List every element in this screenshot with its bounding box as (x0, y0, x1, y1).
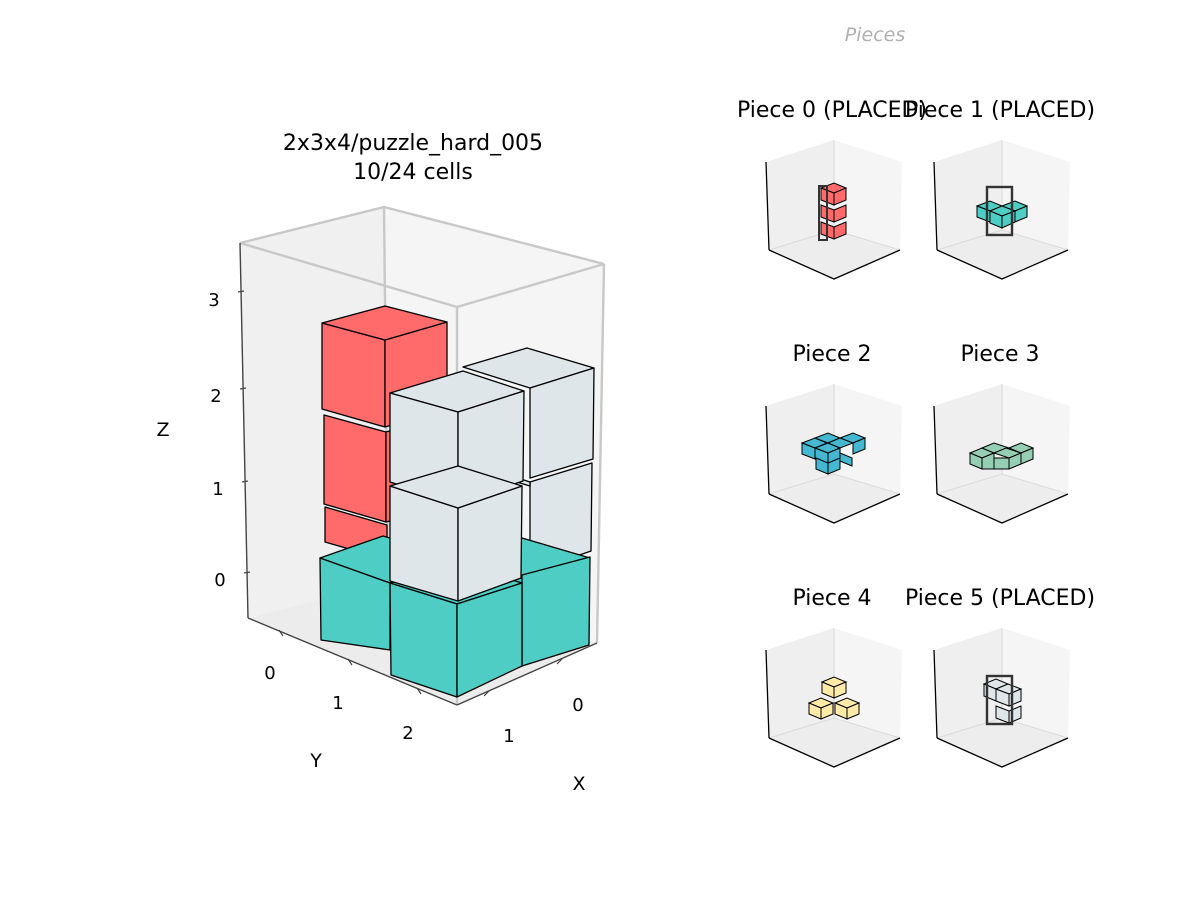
z-tick-0: 0 (214, 570, 225, 591)
piece-card-0: Piece 0 (PLACED) (737, 98, 927, 280)
y-tick-1: 1 (332, 693, 343, 714)
piece-card-2: Piece 2 (765, 342, 903, 524)
main-subtitle: 10/24 cells (353, 160, 473, 185)
z-tick-3: 3 (208, 290, 219, 311)
piece-label-3: Piece 3 (960, 342, 1039, 367)
piece-label-2: Piece 2 (792, 342, 871, 367)
piece-label-4: Piece 4 (792, 586, 871, 611)
piece-label-0: Piece 0 (PLACED) (737, 98, 927, 123)
y-tick-0: 0 (264, 663, 275, 684)
z-axis-label: Z (156, 419, 169, 441)
piece-label-5: Piece 5 (PLACED) (905, 586, 1095, 611)
piece-card-3: Piece 3 (933, 342, 1071, 524)
piece-card-1: Piece 1 (PLACED) (905, 98, 1095, 280)
x-tick-0: 0 (572, 695, 583, 716)
piece-label-1: Piece 1 (PLACED) (905, 98, 1095, 123)
y-axis-label: Y (309, 750, 322, 772)
y-tick-2: 2 (402, 723, 413, 744)
piece-card-4: Piece 4 (765, 586, 903, 768)
z-tick-2: 2 (210, 386, 221, 407)
main-title: 2x3x4/puzzle_hard_005 (283, 131, 543, 156)
x-tick-1: 1 (503, 726, 514, 747)
z-tick-1: 1 (212, 479, 223, 500)
pieces-header: Pieces (845, 24, 906, 46)
piece-card-5: Piece 5 (PLACED) (905, 586, 1095, 768)
cubes (319, 305, 595, 698)
x-axis-label: X (572, 773, 585, 795)
main-3d-view: 2x3x4/puzzle_hard_005 10/24 cells 3 2 1 … (156, 131, 606, 795)
